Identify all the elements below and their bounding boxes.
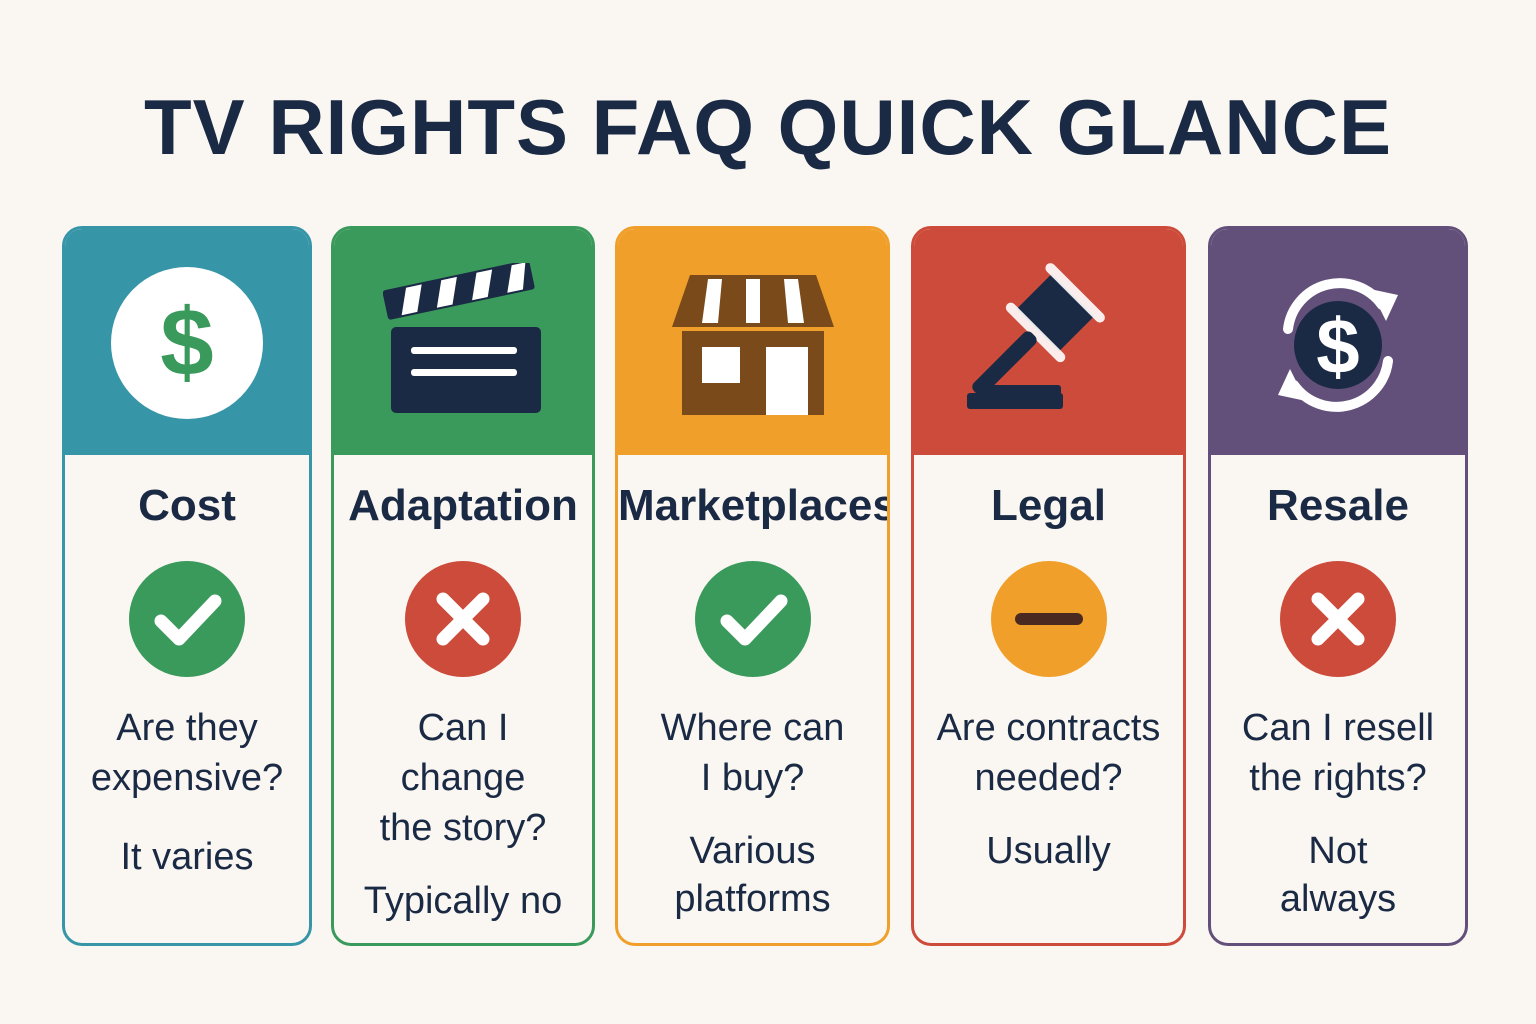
card-marketplaces: Marketplaces Where can I buy? Various pl… <box>615 226 890 946</box>
card-question: Are contracts needed? <box>936 707 1161 799</box>
card-header: $ <box>1211 229 1465 455</box>
cross-icon <box>405 561 521 677</box>
card-label: Resale <box>1267 481 1409 530</box>
check-icon <box>129 561 245 677</box>
card-legal: Legal Are contracts needed? Usually <box>911 226 1186 946</box>
card-label: Adaptation <box>348 481 578 530</box>
card-answer: Usually <box>986 830 1111 872</box>
card-answer: It varies <box>120 836 254 878</box>
storefront-icon <box>668 271 838 422</box>
card-adaptation: Adaptation Can I change the story? Typic… <box>331 226 595 946</box>
card-label: Legal <box>991 481 1106 530</box>
card-label: Marketplaces <box>618 481 890 530</box>
dollar-cycle-icon: $ <box>1258 265 1418 430</box>
card-answer: Not always <box>1279 830 1397 920</box>
card-header <box>618 229 887 455</box>
check-icon <box>694 561 811 677</box>
svg-text:$: $ <box>1316 302 1359 390</box>
card-answer: Various platforms <box>674 830 831 920</box>
card-question: Where can I buy? <box>660 707 845 799</box>
cross-icon <box>1280 561 1396 677</box>
minus-icon <box>990 561 1107 677</box>
card-question: Can I resell the rights? <box>1241 707 1435 799</box>
card-header <box>914 229 1183 455</box>
gavel-icon <box>963 259 1135 422</box>
card-question: Are they expensive? <box>90 707 284 799</box>
card-question: Can I change the story? <box>379 707 547 849</box>
card-label: Cost <box>138 481 236 530</box>
svg-text:$: $ <box>160 289 213 396</box>
card-header: $ <box>65 229 309 455</box>
card-cost: $ Cost Are they expensive? It varies <box>62 226 312 946</box>
clapperboard-icon <box>382 260 543 422</box>
dollar-icon: $ <box>109 265 265 426</box>
card-header <box>334 229 592 455</box>
card-resale: $ Resale Can I resell the rights? Not al… <box>1208 226 1468 946</box>
card-answer: Typically no <box>363 880 563 922</box>
page-title: TV RIGHTS FAQ QUICK GLANCE <box>143 83 1393 171</box>
